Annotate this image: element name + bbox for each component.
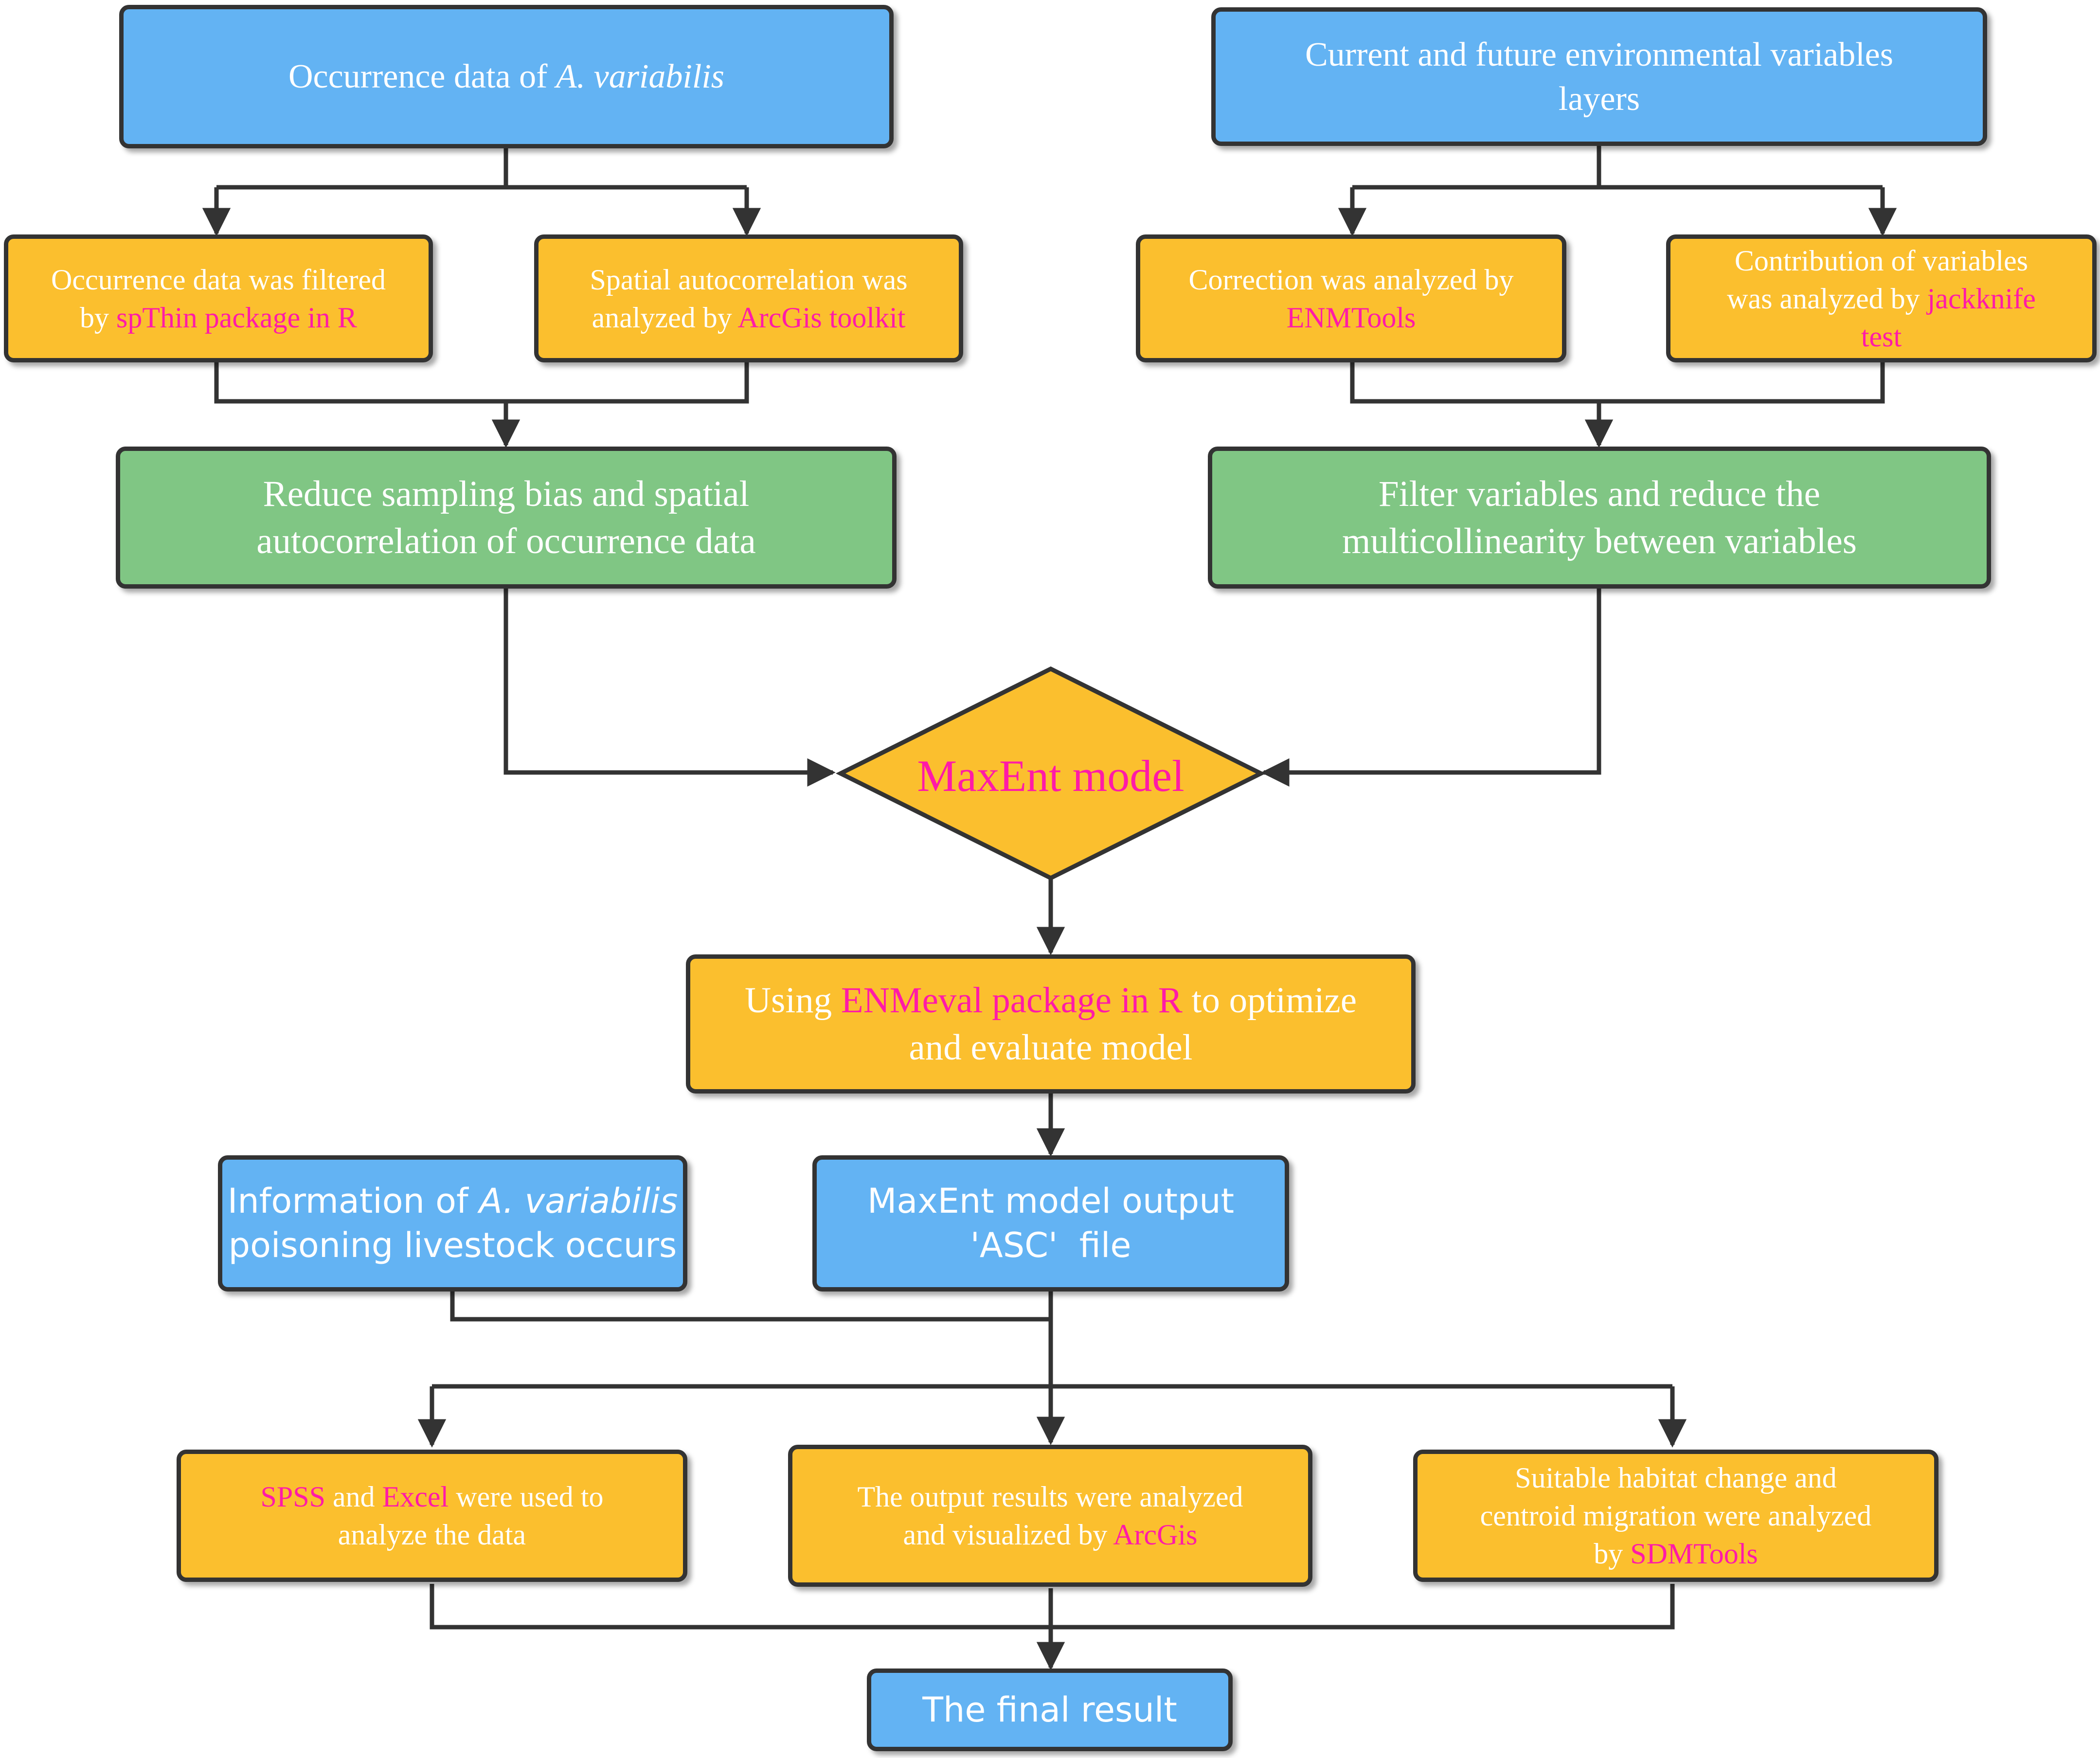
spthin-filter-box: Occurrence data was filtered by spThin p…	[4, 234, 433, 362]
jackknife-label: Contribution of variables was analyzed b…	[1727, 244, 2036, 353]
enmeval-box: Using ENMeval package in R to optimize a…	[686, 954, 1416, 1094]
poisoning-info-box: Information of A. variabilis poisoning l…	[218, 1155, 687, 1292]
arcgis-visual-label: The output results were analyzed and vis…	[857, 1481, 1243, 1551]
enmeval-label: Using ENMeval package in R to optimize a…	[744, 980, 1357, 1068]
maxent-output-box: MaxEnt model output 'ASC' file	[812, 1155, 1289, 1292]
filter-variables-label: Filter variables and reduce the multicol…	[1342, 473, 1857, 562]
maxent-output-label: MaxEnt model output 'ASC' file	[867, 1181, 1235, 1265]
occurrence-data-box: Occurrence data of A. variabilis	[119, 5, 894, 148]
jackknife-box: Contribution of variables was analyzed b…	[1666, 234, 2097, 362]
env-layers-box: Current and future environmental variabl…	[1211, 7, 1987, 146]
reduce-bias-label: Reduce sampling bias and spatial autocor…	[256, 473, 756, 562]
sdmtools-label: Suitable habitat change and centroid mig…	[1480, 1462, 1872, 1570]
spss-excel-label: SPSS and Excel were used to analyze the …	[260, 1481, 604, 1551]
occurrence-data-label: Occurrence data of A. variabilis	[288, 58, 725, 95]
filter-variables-box: Filter variables and reduce the multicol…	[1208, 447, 1991, 589]
final-result-label: The final result	[922, 1689, 1177, 1730]
reduce-bias-box: Reduce sampling bias and spatial autocor…	[116, 447, 897, 589]
spss-excel-box: SPSS and Excel were used to analyze the …	[177, 1450, 687, 1582]
arcgis-visual-box: The output results were analyzed and vis…	[788, 1445, 1312, 1587]
env-layers-label: Current and future environmental variabl…	[1305, 36, 1893, 118]
spatial-autocorr-box: Spatial autocorrelation was analyzed by …	[534, 234, 963, 362]
edge-left-merge	[214, 362, 749, 404]
arrow-reduce-to-maxent	[503, 589, 836, 787]
spthin-filter-label: Occurrence data was filtered by spThin p…	[51, 263, 386, 334]
poisoning-info-label: Information of A. variabilis poisoning l…	[227, 1181, 678, 1265]
maxent-diamond	[835, 666, 1266, 881]
arrow-filter-to-maxent	[1261, 589, 1601, 787]
spatial-autocorr-label: Spatial autocorrelation was analyzed by …	[590, 263, 908, 334]
sdmtools-box: Suitable habitat change and centroid mig…	[1413, 1450, 1938, 1582]
enmtools-correction-box: Correction was analyzed by ENMTools	[1136, 234, 1566, 362]
edge-info-merge	[450, 1292, 1051, 1322]
maxent-label: MaxEnt model	[917, 751, 1185, 801]
final-result-box: The final result	[867, 1668, 1233, 1751]
edge-right-merge	[1350, 362, 1885, 404]
enmtools-correction-label: Correction was analyzed by ENMTools	[1188, 263, 1514, 334]
